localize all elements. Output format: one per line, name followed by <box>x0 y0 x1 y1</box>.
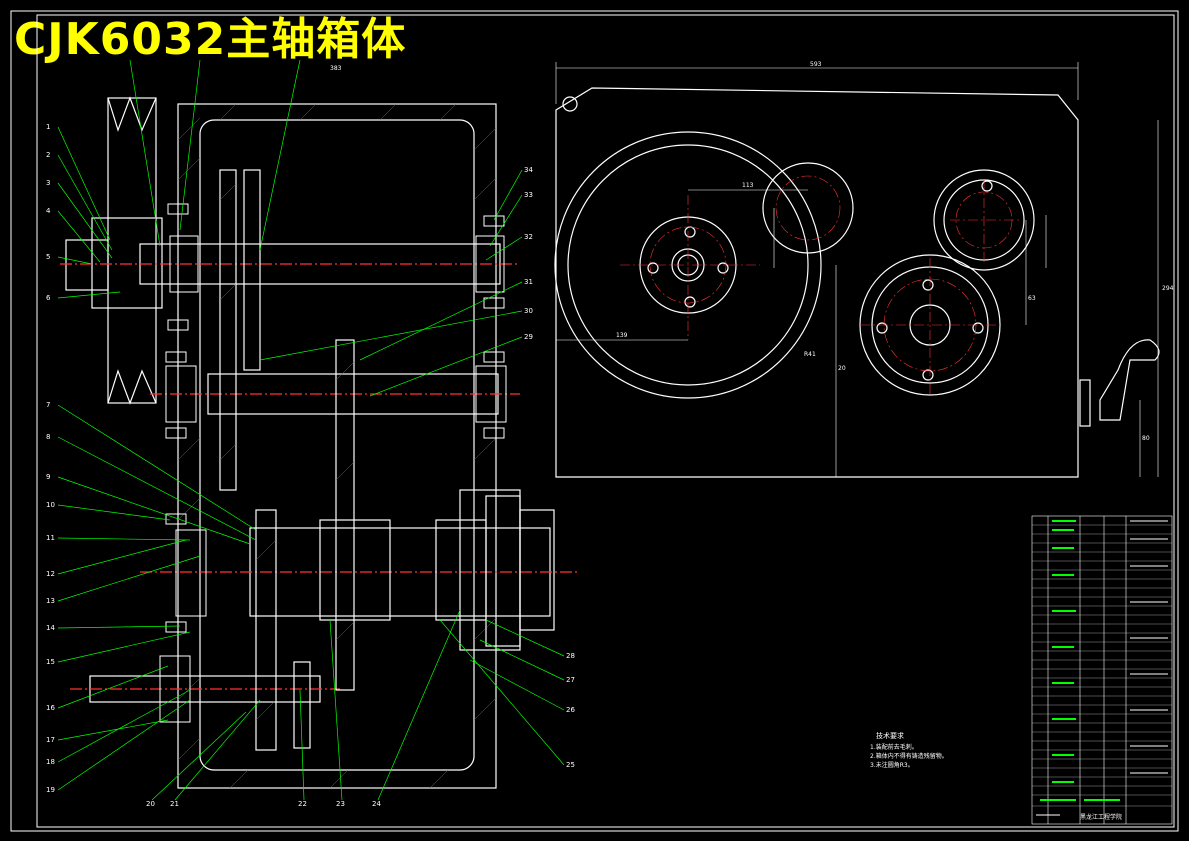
part-no: 23 <box>336 800 345 808</box>
part-no: 3 <box>46 179 50 187</box>
part-no: 6 <box>46 294 51 302</box>
part-no: 34 <box>524 166 533 174</box>
part-no: 5 <box>46 253 50 261</box>
leaders-right <box>259 169 565 766</box>
dim-r41: R41 <box>804 351 816 358</box>
tech-req-item: 3.未注圆角R3。 <box>870 762 914 769</box>
side-view-dims <box>555 62 1159 477</box>
part-no: 14 <box>46 624 55 632</box>
housing-hatch <box>177 103 497 789</box>
part-no: 16 <box>46 704 55 712</box>
bearings <box>159 203 507 723</box>
side-view-center-lines <box>620 175 1020 395</box>
dim-63: 63 <box>1028 295 1036 302</box>
part-no: 1 <box>46 123 50 131</box>
leaders-left <box>57 59 301 791</box>
housing-section <box>177 103 497 789</box>
part-no: 8 <box>46 433 50 441</box>
part-no: 17 <box>46 736 55 744</box>
dim-texts: 593 113 139 294 80 63 20 R41 383 <box>330 61 1174 442</box>
part-no: 28 <box>566 652 575 660</box>
part-no: 31 <box>524 278 533 286</box>
tech-req-item: 1.装配前去毛刺。 <box>870 744 918 751</box>
part-no: 2 <box>46 151 50 159</box>
part-no: 15 <box>46 658 55 666</box>
part-no: 7 <box>46 401 50 409</box>
part-no: 11 <box>46 534 55 542</box>
dim-20: 20 <box>838 365 846 372</box>
part-no: 24 <box>372 800 381 808</box>
dim-383: 383 <box>330 65 342 72</box>
technical-requirements: 技术要求 1.装配前去毛刺。 2.箱体内不得有铸造残留物。 3.未注圆角R3。 <box>870 732 948 770</box>
part-no: 10 <box>46 501 55 509</box>
part-no: 30 <box>524 307 533 315</box>
part-no: 32 <box>524 233 533 241</box>
right-part-numbers: 34 33 32 31 30 29 28 27 26 25 <box>524 166 575 769</box>
part-no: 21 <box>170 800 179 808</box>
dim-593: 593 <box>810 61 822 68</box>
parts-list-table <box>1031 515 1173 825</box>
part-no: 4 <box>46 207 51 215</box>
part-no: 13 <box>46 597 55 605</box>
pulley <box>65 96 163 405</box>
part-no: 26 <box>566 706 575 714</box>
part-no: 27 <box>566 676 575 684</box>
left-part-numbers: 1 2 3 4 5 6 7 8 9 10 11 12 13 14 15 16 1… <box>46 123 55 794</box>
part-no: 29 <box>524 333 533 341</box>
part-no: 19 <box>46 786 55 794</box>
drawing-title: CJK6032主轴箱体 <box>14 14 407 65</box>
dim-294: 294 <box>1162 285 1174 292</box>
part-no: 25 <box>566 761 575 769</box>
leaders-bottom <box>151 609 461 801</box>
dim-139: 139 <box>616 332 628 339</box>
part-no: 9 <box>46 473 50 481</box>
inner-frame <box>36 14 1175 828</box>
shafts <box>60 243 580 703</box>
bottom-part-numbers: 20 21 22 23 24 <box>146 800 381 808</box>
dim-113: 113 <box>742 182 754 189</box>
side-view <box>554 87 1160 478</box>
dim-80: 80 <box>1142 435 1150 442</box>
part-no: 33 <box>524 191 533 199</box>
part-no: 22 <box>298 800 307 808</box>
part-no: 12 <box>46 570 55 578</box>
tech-req-item: 2.箱体内不得有铸造残留物。 <box>870 753 948 760</box>
parts-list-entries <box>1036 520 1168 816</box>
school-name: 黑龙江工程学院 <box>1080 814 1123 821</box>
tech-req-heading: 技术要求 <box>876 732 904 740</box>
part-no: 18 <box>46 758 55 766</box>
outer-frame <box>10 10 1179 832</box>
part-no: 20 <box>146 800 155 808</box>
